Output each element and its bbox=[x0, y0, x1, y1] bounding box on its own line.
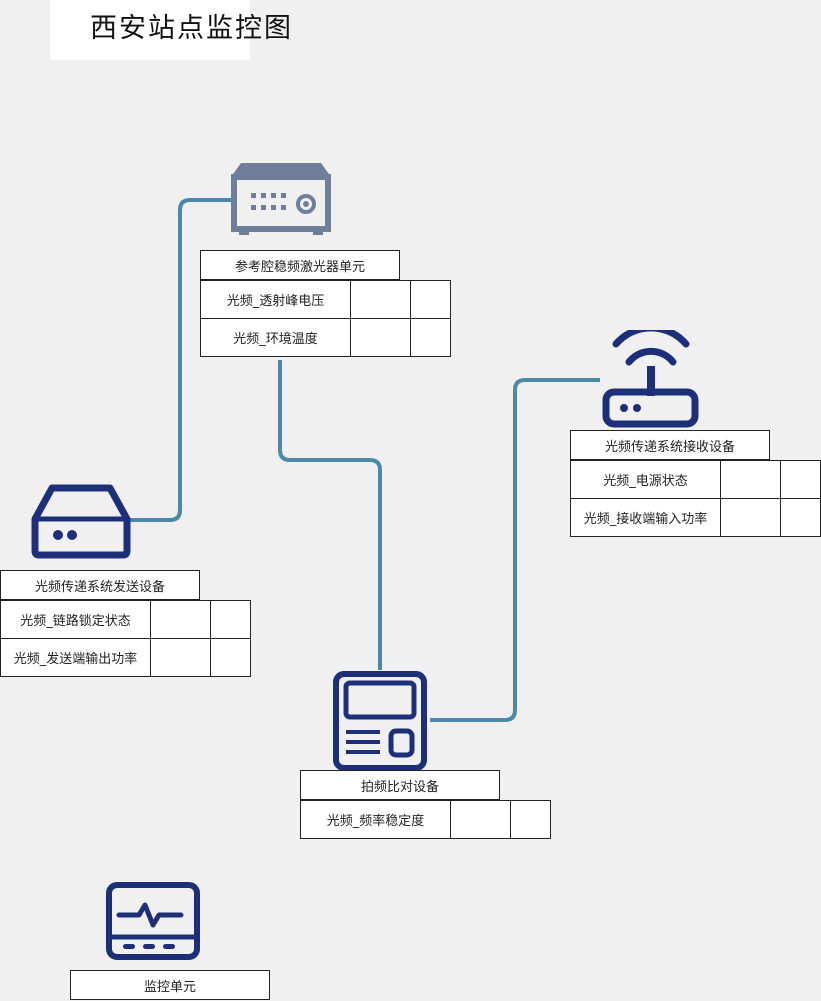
table-row: 光频_发送端输出功率 bbox=[0, 638, 251, 677]
wireless-router-icon bbox=[602, 330, 699, 428]
metric-value bbox=[450, 800, 511, 839]
metric-label: 光频_发送端输出功率 bbox=[0, 638, 151, 677]
metric-label: 光频_透射峰电压 bbox=[200, 280, 351, 319]
metric-unit bbox=[510, 800, 551, 839]
table-row: 光频_环境温度 bbox=[200, 318, 451, 357]
table-row: 光频_透射峰电压 bbox=[200, 280, 451, 319]
metric-table-reference-laser: 光频_透射峰电压 光频_环境温度 bbox=[200, 280, 451, 357]
metric-unit bbox=[210, 638, 251, 677]
control-panel-icon bbox=[333, 671, 427, 771]
metric-value bbox=[150, 600, 211, 639]
metric-table-rx: 光频_电源状态 光频_接收端输入功率 bbox=[570, 460, 821, 537]
metric-label: 光频_环境温度 bbox=[200, 318, 351, 357]
page-title: 西安站点监控图 bbox=[90, 13, 293, 44]
metric-value bbox=[720, 460, 781, 499]
device-name-reference-laser: 参考腔稳频激光器单元 bbox=[200, 250, 400, 280]
metric-value bbox=[150, 638, 211, 677]
metric-table-beat: 光频_频率稳定度 bbox=[300, 800, 551, 839]
metric-label: 光频_频率稳定度 bbox=[300, 800, 451, 839]
table-row: 光频_频率稳定度 bbox=[300, 800, 551, 839]
router-icon bbox=[31, 484, 131, 559]
device-name-tx: 光频传递系统发送设备 bbox=[0, 570, 200, 600]
monitor-heartbeat-icon bbox=[106, 882, 200, 960]
metric-label: 光频_接收端输入功率 bbox=[570, 498, 721, 537]
device-name-rx: 光频传递系统接收设备 bbox=[570, 430, 770, 460]
connector-laser-to-tx bbox=[130, 198, 231, 522]
metric-label: 光频_电源状态 bbox=[570, 460, 721, 499]
metric-label: 光频_链路锁定状态 bbox=[0, 600, 151, 639]
connector-beat-to-rx bbox=[430, 378, 600, 722]
title-box: 西安站点监控图 bbox=[50, 0, 291, 60]
metric-table-tx: 光频_链路锁定状态 光频_发送端输出功率 bbox=[0, 600, 251, 677]
device-name-beat: 拍频比对设备 bbox=[300, 770, 500, 800]
table-row: 光频_接收端输入功率 bbox=[570, 498, 821, 537]
connector-laser-to-beat bbox=[278, 360, 382, 670]
device-name-monitor: 监控单元 bbox=[70, 970, 270, 1000]
metric-value bbox=[720, 498, 781, 537]
table-row: 光频_电源状态 bbox=[570, 460, 821, 499]
metric-value bbox=[350, 318, 411, 357]
metric-unit bbox=[780, 498, 821, 537]
metric-unit bbox=[210, 600, 251, 639]
laser-unit-icon bbox=[231, 163, 331, 235]
table-row: 光频_链路锁定状态 bbox=[0, 600, 251, 639]
metric-unit bbox=[410, 280, 451, 319]
metric-value bbox=[350, 280, 411, 319]
metric-unit bbox=[410, 318, 451, 357]
metric-unit bbox=[780, 460, 821, 499]
